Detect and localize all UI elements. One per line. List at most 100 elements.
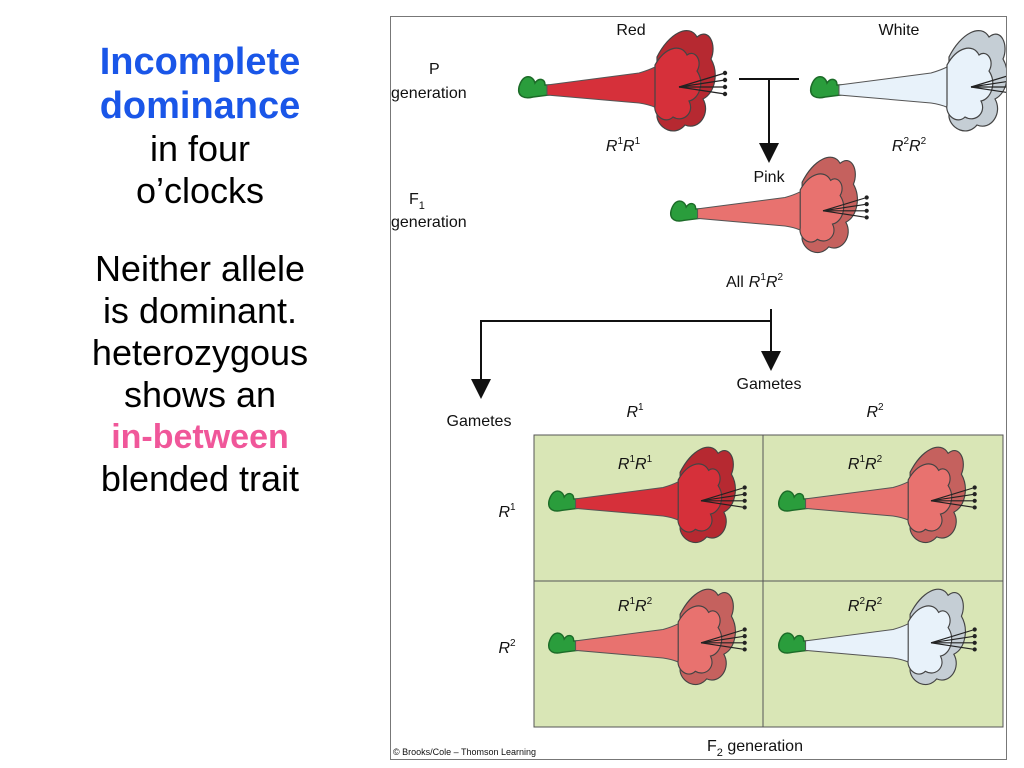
subtitle-line-2: o’clocks (135, 170, 265, 211)
f1-all-label: All (726, 274, 744, 291)
stamen-icon (930, 486, 975, 502)
flower-cup-icon (677, 463, 723, 533)
cell-r1c2-sup-1: 1 (859, 454, 865, 465)
anther-icon (972, 492, 977, 497)
body-line-2: is dominant. (102, 290, 298, 331)
cell-genotype-r2c1: R1R2 (618, 596, 653, 615)
spacer (72, 212, 328, 248)
flower-r2c2 (778, 588, 977, 686)
flower-cup-icon (677, 605, 723, 675)
row-header-1: R1 (498, 502, 516, 521)
flower-tube-icon (546, 60, 666, 114)
gametes-label: Gametes (737, 376, 802, 393)
flower-r1c1 (548, 446, 747, 544)
flower-cup-icon (946, 47, 994, 121)
flower-tube-icon (838, 60, 958, 114)
cell-r2c1-allele-2: R (635, 598, 647, 615)
cell-r2c1-sup-1: 1 (629, 596, 635, 607)
punnett-figure: Red White P generation F1 generation Pin… (390, 16, 1007, 760)
f1-letter: F (409, 191, 419, 208)
sepal-icon (517, 76, 550, 99)
p-generation-line-1: P (429, 61, 440, 78)
stamen-icon (700, 486, 745, 502)
cell-r1c2-sup-2: 2 (877, 454, 883, 465)
f1-sup-1: 1 (760, 272, 766, 283)
f1-generation-line-2: generation (391, 214, 467, 231)
f2-generation-label: F2 generation (707, 738, 803, 759)
pink-flower-f1 (670, 156, 869, 254)
col-header-2-sup: 2 (878, 402, 884, 413)
stamen-icon (970, 86, 1006, 93)
label-pink: Pink (753, 169, 785, 186)
f2-rest: generation (723, 738, 803, 755)
figure-svg: Red White P generation F1 generation Pin… (391, 22, 1006, 759)
cell-r1c1-allele-1: R (618, 456, 630, 473)
anther-icon (722, 77, 728, 83)
flower-cup-icon (907, 605, 953, 675)
flower-tube-icon (697, 185, 811, 237)
body-line-1: Neither allele (94, 248, 306, 289)
stamen-icon (700, 493, 745, 502)
cell-r2c1-allele-1: R (618, 598, 630, 615)
sepal-icon (809, 76, 842, 99)
anther-icon (864, 215, 869, 220)
body-line-4: shows an (123, 374, 277, 415)
anther-icon (972, 627, 977, 632)
red-genotype-allele-1: R (606, 138, 618, 155)
anther-icon (742, 634, 747, 639)
cell-genotype-r1c1: R1R1 (618, 454, 653, 473)
gametes-column-label: Gametes (447, 413, 512, 430)
col-header-1: R1 (626, 402, 644, 421)
red-genotype-sup-2: 1 (635, 136, 641, 147)
anther-icon (742, 498, 747, 503)
col-header-1-sup: 1 (638, 402, 644, 413)
anther-icon (864, 202, 869, 207)
white-genotype-allele-2: R (909, 138, 921, 155)
stamen-icon (822, 196, 867, 212)
f2-letter: F (707, 738, 717, 755)
white-genotype-sup-2: 2 (921, 136, 927, 147)
stamen-icon (930, 635, 975, 644)
anther-icon (972, 647, 977, 652)
f1-allele-1: R (749, 274, 761, 291)
red-genotype-allele-2: R (623, 138, 635, 155)
stamen-icon (970, 81, 1006, 88)
row-header-2: R2 (498, 638, 516, 657)
cell-r1c1-allele-2: R (635, 456, 647, 473)
stamen-icon (930, 642, 975, 651)
col-header-2-allele: R (866, 404, 878, 421)
sepal-icon (548, 490, 579, 512)
title-line-1: Incomplete (99, 41, 301, 83)
stamen-icon (822, 203, 867, 212)
flower-r2c1 (548, 588, 747, 686)
anther-icon (972, 505, 977, 510)
f1-to-left-gametes-arrow (471, 320, 771, 399)
subtitle-line-1: in four (149, 128, 251, 169)
anther-icon (972, 498, 977, 503)
stamen-icon (930, 493, 975, 502)
cell-r2c2-sup-1: 2 (859, 596, 865, 607)
col-header-1-allele: R (626, 404, 638, 421)
sepal-icon (670, 200, 701, 222)
f1-generation-line-1: F1 (409, 191, 425, 212)
cell-r1c1-sup-1: 1 (629, 454, 635, 465)
anther-icon (742, 647, 747, 652)
anther-icon (972, 640, 977, 645)
f1-sup-2: 2 (777, 272, 783, 283)
copyright-notice: © Brooks/Cole – Thomson Learning (393, 747, 536, 757)
stamen-icon (678, 86, 726, 95)
white-genotype-allele-1: R (892, 138, 904, 155)
red-flower-p (517, 30, 728, 132)
anther-icon (864, 208, 869, 213)
cell-r2c2-sup-2: 2 (877, 596, 883, 607)
row-header-1-allele: R (498, 504, 510, 521)
stamen-icon (930, 628, 975, 644)
cell-r2c1-sup-2: 2 (647, 596, 653, 607)
cell-r2c2-allele-2: R (865, 598, 877, 615)
f1-subscript: 1 (419, 200, 425, 212)
red-genotype: R1R1 (606, 136, 641, 155)
red-genotype-sup-1: 1 (617, 136, 623, 147)
f1-allele-2: R (766, 274, 778, 291)
anther-icon (742, 485, 747, 490)
